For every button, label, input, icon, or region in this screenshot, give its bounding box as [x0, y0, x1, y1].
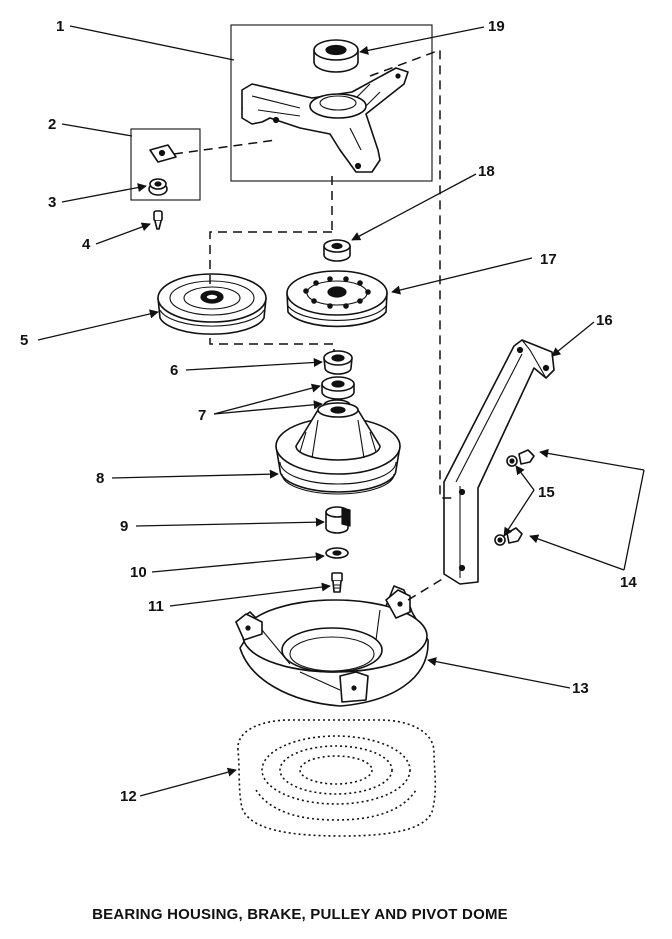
part-8-agitator-pulley — [275, 402, 401, 495]
callout-6: 6 — [170, 362, 178, 379]
diagram-caption: BEARING HOUSING, BRAKE, PULLEY AND PIVOT… — [92, 906, 508, 923]
part-19-bearing — [313, 39, 359, 73]
callout-5: 5 — [20, 332, 28, 349]
part-17-brake-disc — [286, 270, 388, 328]
callout-2: 2 — [48, 116, 56, 133]
callout-11: 11 — [148, 598, 164, 615]
callout-18: 18 — [478, 163, 495, 180]
callout-4: 4 — [82, 236, 91, 253]
callout-1: 1 — [56, 18, 64, 35]
callout-15: 15 — [538, 484, 555, 501]
assembly-lines — [173, 48, 452, 601]
callout-19: 19 — [488, 18, 505, 35]
part-2-box — [130, 128, 201, 201]
leader-lines — [37, 25, 645, 797]
callout-17: 17 — [540, 251, 557, 268]
part-12-base-outline — [237, 719, 437, 837]
callout-7: 7 — [198, 407, 206, 424]
callout-13: 13 — [572, 680, 589, 697]
callout-16: 16 — [596, 312, 613, 329]
part-14-15-screws — [494, 449, 535, 546]
part-1-bearing-housing-group — [230, 24, 433, 182]
part-9-bushing — [325, 506, 351, 534]
part-5-drive-pulley — [157, 273, 267, 335]
part-10-washer — [325, 547, 349, 559]
part-2-brake-clip-group — [130, 128, 201, 230]
callout-8: 8 — [96, 470, 104, 487]
part-6-seal — [323, 350, 353, 375]
callout-labels: 1 2 3 4 5 6 7 8 9 10 11 12 13 14 15 16 1… — [20, 18, 637, 805]
part-3-nut — [148, 178, 168, 196]
part-16-bracket — [443, 339, 555, 585]
part-11-bolt — [331, 572, 343, 593]
part-13-pivot-dome — [235, 585, 429, 707]
callout-14: 14 — [620, 574, 637, 591]
callout-9: 9 — [120, 518, 128, 535]
part-4-screw — [153, 210, 163, 230]
callout-3: 3 — [48, 194, 56, 211]
part-18-bearing — [323, 239, 351, 262]
callout-12: 12 — [120, 788, 137, 805]
callout-10: 10 — [130, 564, 147, 581]
spider-hub — [309, 93, 367, 119]
